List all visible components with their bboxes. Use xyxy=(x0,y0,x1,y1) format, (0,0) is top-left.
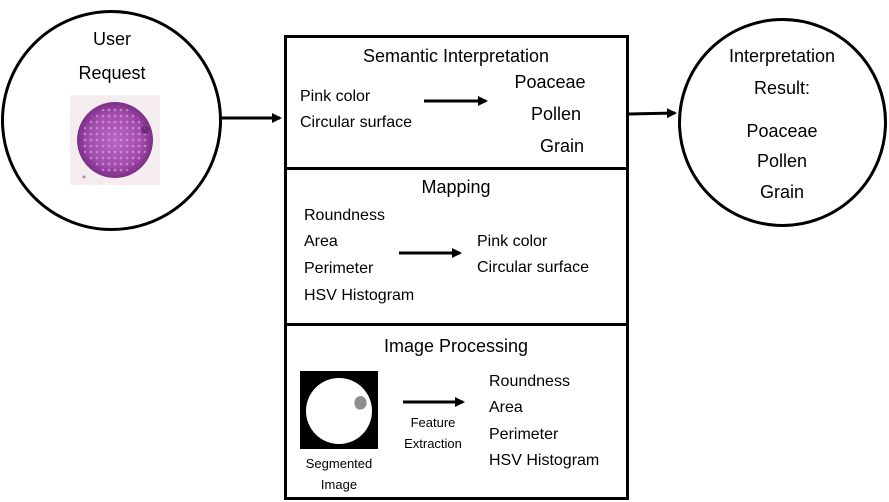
segmented-image xyxy=(300,371,378,449)
segmented-image-caption-line2: Image xyxy=(320,477,358,492)
feature-extraction-label-line2: Extraction xyxy=(404,436,462,451)
mapping-output-circular-surface: Circular surface xyxy=(477,259,590,276)
result-value-poaceae: Poaceae xyxy=(746,121,818,141)
mapping-input-roundness: Roundness xyxy=(304,207,385,224)
mapping-layer xyxy=(284,167,629,326)
pollen-grain-image xyxy=(70,95,160,185)
mapping-output-pink-color: Pink color xyxy=(477,233,548,250)
semantic-output-pollen: Pollen xyxy=(530,104,582,124)
result-value-pollen: Pollen xyxy=(756,151,808,171)
mapping-input-perimeter: Perimeter xyxy=(304,260,374,277)
user-request-label-line2: Request xyxy=(78,63,146,83)
segmented-image-caption-line1: Segmented xyxy=(305,456,373,471)
semantic-input-pink-color: Pink color xyxy=(300,88,371,105)
ip-output-hsv-histogram: HSV Histogram xyxy=(489,452,600,469)
result-label-line1: Interpretation xyxy=(728,46,836,66)
user-request-label-line1: User xyxy=(92,29,131,49)
semantic-output-grain: Grain xyxy=(539,136,584,156)
ip-output-roundness: Roundness xyxy=(489,373,570,390)
mapping-input-area: Area xyxy=(304,233,338,250)
semantic-output-poaceae: Poaceae xyxy=(514,72,586,92)
ip-output-perimeter: Perimeter xyxy=(489,426,559,443)
feature-extraction-label-line1: Feature xyxy=(410,415,456,430)
result-label-line2: Result: xyxy=(753,78,811,98)
mapping-input-hsv-histogram: HSV Histogram xyxy=(304,287,415,304)
image-processing-title: Image Processing xyxy=(383,336,529,356)
arrow-semantic-to-result xyxy=(628,108,677,119)
mapping-title: Mapping xyxy=(421,177,491,197)
result-value-grain: Grain xyxy=(759,182,804,202)
semantic-title: Semantic Interpretation xyxy=(362,46,550,66)
interpretation-result-node xyxy=(678,18,887,227)
semantic-input-circular-surface: Circular surface xyxy=(300,114,413,131)
ip-output-area: Area xyxy=(489,399,523,416)
